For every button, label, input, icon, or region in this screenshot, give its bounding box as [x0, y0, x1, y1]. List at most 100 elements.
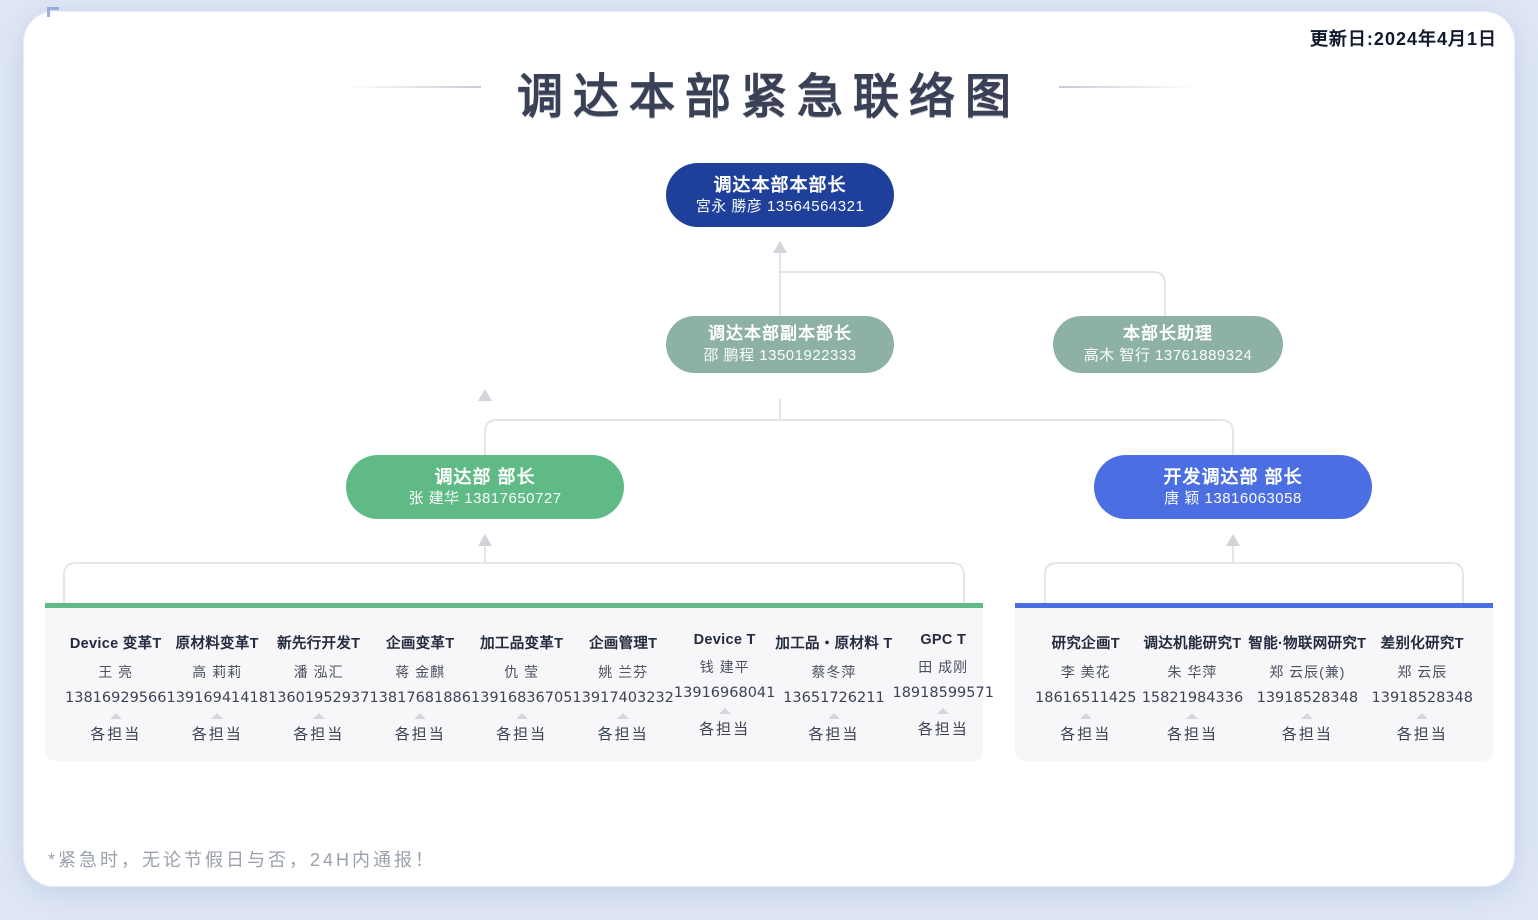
up-triangle-icon — [827, 713, 840, 719]
contact-phone: 13917403232 — [572, 690, 674, 706]
team-members-label: 各担当 — [496, 726, 548, 743]
contact-phone: 15821984336 — [1141, 690, 1244, 706]
contact-phone: 13817681886 — [369, 690, 471, 706]
team-column: 研究企画T 李 美花 18616511425 各担当 — [1035, 632, 1136, 744]
contact-person: 潘 泓汇 — [293, 664, 344, 680]
contact-phone: 13918528348 — [1371, 690, 1473, 706]
team-name: Device T — [693, 632, 756, 648]
corner-accent-decoration — [47, 7, 59, 17]
contact-person: 蔡冬萍 — [811, 664, 857, 680]
team-name: 企画变革T — [386, 636, 455, 652]
up-triangle-icon — [1079, 713, 1092, 719]
contact-person: 蒋 金麒 — [395, 664, 446, 680]
up-triangle-icon — [515, 713, 528, 719]
team-column: 新先行开发T 潘 泓汇 13601952937 各担当 — [268, 632, 369, 744]
contact-person: 高 莉莉 — [192, 664, 243, 680]
contact-phone: 13916968041 — [673, 685, 776, 701]
footnote: *紧急时，无论节假日与否，24H内通报！ — [48, 850, 437, 870]
contact-person: 王 亮 — [98, 664, 134, 680]
team-column: 加工品・原材料 T 蔡冬萍 13651726211 各担当 — [775, 632, 892, 744]
org-node-title: 开发调达部 部长 — [1163, 466, 1303, 487]
org-node-contact: 张 建华 13817650727 — [408, 490, 562, 508]
team-members-label: 各担当 — [917, 721, 969, 738]
team-members-label: 各担当 — [1060, 726, 1112, 743]
team-column: Device 变革T 王 亮 13816929566 各担当 — [65, 632, 166, 744]
up-triangle-icon — [718, 708, 731, 714]
title-divider-right — [1059, 86, 1195, 88]
team-name: GPC T — [920, 632, 967, 648]
team-members-label: 各担当 — [90, 726, 142, 743]
org-node-contact: 唐 颖 13816063058 — [1164, 490, 1302, 508]
team-group-right: 研究企画T 李 美花 18616511425 各担当 调达机能研究T 朱 华萍 … — [1015, 603, 1493, 761]
up-triangle-icon — [617, 713, 630, 719]
org-node-procurement-dept-chief: 调达部 部长 张 建华 13817650727 — [346, 455, 624, 519]
team-members-label: 各担当 — [293, 726, 345, 743]
update-date: 更新日:2024年4月1日 — [1309, 29, 1497, 49]
org-node-contact: 宮永 勝彦 13564564321 — [695, 198, 865, 216]
team-group-left: Device 变革T 王 亮 13816929566 各担当 原材料变革T 高 … — [45, 603, 994, 761]
up-triangle-icon — [1186, 713, 1199, 719]
team-column: 调达机能研究T 朱 华萍 15821984336 各担当 — [1142, 632, 1243, 744]
org-node-assistant: 本部长助理 高木 智行 13761889324 — [1053, 316, 1283, 373]
team-column: 企画管理T 姚 兰芬 13917403232 各担当 — [572, 632, 673, 744]
team-column: 原材料变革T 高 莉莉 13916941418 各担当 — [166, 632, 267, 744]
org-node-contact: 邵 鹏程 13501922333 — [703, 346, 857, 364]
team-members-label: 各担当 — [1166, 726, 1218, 743]
contact-phone: 13816929566 — [65, 690, 167, 706]
contact-phone: 13651726211 — [783, 690, 885, 706]
page-title: 调达本部紧急联络图 — [517, 68, 1021, 125]
up-triangle-icon — [937, 708, 950, 714]
team-members-label: 各担当 — [191, 726, 243, 743]
team-members-label: 各担当 — [699, 721, 751, 738]
team-name: 差别化研究T — [1380, 636, 1464, 652]
team-name: 加工品・原材料 T — [775, 636, 893, 652]
contact-phone: 13601952937 — [267, 690, 370, 706]
contact-person: 郑 云辰(兼) — [1269, 664, 1346, 680]
title-divider-left — [345, 86, 481, 88]
team-column: 智能·物联网研究T 郑 云辰(兼) 13918528348 各担当 — [1248, 632, 1366, 744]
contact-person: 钱 建平 — [699, 659, 750, 675]
team-column: Device T 钱 建平 13916968041 各担当 — [674, 632, 775, 739]
team-name: Device 变革T — [69, 636, 162, 652]
org-node-title: 本部长助理 — [1123, 323, 1213, 343]
contact-person: 田 成刚 — [918, 659, 969, 675]
team-name: 原材料变革T — [175, 636, 259, 652]
team-name: 智能·物联网研究T — [1248, 636, 1367, 652]
org-node-head: 调达本部本部长 宮永 勝彦 13564564321 — [666, 163, 894, 227]
team-name: 加工品变革T — [480, 636, 564, 652]
org-node-contact: 高木 智行 13761889324 — [1083, 346, 1253, 364]
contact-phone: 18616511425 — [1035, 690, 1137, 706]
contact-phone: 13916941418 — [166, 690, 268, 706]
team-column: 加工品变革T 仇 莹 13916836705 各担当 — [471, 632, 572, 744]
team-members-label: 各担当 — [394, 726, 446, 743]
contact-person: 仇 莹 — [504, 664, 540, 680]
team-name: 调达机能研究T — [1143, 636, 1242, 652]
contact-person: 姚 兰芬 — [598, 664, 649, 680]
team-members-label: 各担当 — [808, 726, 860, 743]
team-column: 企画变革T 蒋 金麒 13817681886 各担当 — [369, 632, 470, 744]
team-members-label: 各担当 — [597, 726, 649, 743]
team-column: 差别化研究T 郑 云辰 13918528348 各担当 — [1372, 632, 1473, 744]
contact-person: 李 美花 — [1060, 664, 1111, 680]
contact-phone: 18918599571 — [892, 685, 994, 701]
up-triangle-icon — [109, 713, 122, 719]
up-triangle-icon — [211, 713, 224, 719]
org-node-deputy-head: 调达本部副本部长 邵 鹏程 13501922333 — [666, 316, 894, 373]
org-node-title: 调达部 部长 — [434, 466, 536, 487]
team-name: 新先行开发T — [277, 636, 361, 652]
up-triangle-icon — [1301, 713, 1314, 719]
team-members-label: 各担当 — [1281, 726, 1333, 743]
team-members-label: 各担当 — [1396, 726, 1448, 743]
org-node-title: 调达本部副本部长 — [708, 323, 852, 343]
team-column: GPC T 田 成刚 18918599571 各担当 — [892, 632, 993, 739]
team-name: 研究企画T — [1051, 636, 1120, 652]
team-name: 企画管理T — [588, 636, 658, 652]
up-triangle-icon — [312, 713, 325, 719]
org-node-title: 调达本部本部长 — [713, 174, 847, 195]
contact-phone: 13918528348 — [1256, 690, 1359, 706]
org-node-dev-procurement-dept-chief: 开发调达部 部长 唐 颖 13816063058 — [1094, 455, 1372, 519]
contact-person: 郑 云辰 — [1397, 664, 1448, 680]
up-triangle-icon — [1416, 713, 1429, 719]
